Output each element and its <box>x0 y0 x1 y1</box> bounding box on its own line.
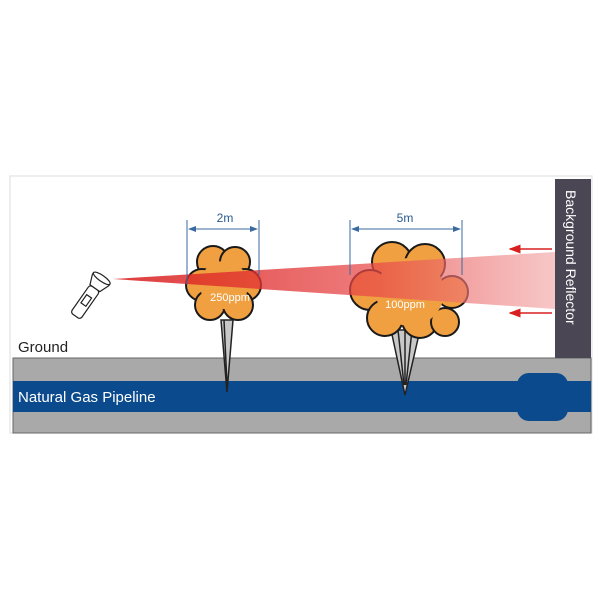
dimension-label-2m: 2m <box>217 211 234 225</box>
pipeline-label: Natural Gas Pipeline <box>18 389 156 406</box>
reflector-label: Background Reflector <box>563 190 579 325</box>
pipeline <box>13 381 591 412</box>
leak-crack-1 <box>220 319 234 393</box>
dimension-5m <box>349 220 463 275</box>
concentration-label-1: 250ppm <box>210 292 250 304</box>
dimension-label-5m: 5m <box>397 211 414 225</box>
concentration-label-2: 100ppm <box>385 299 425 311</box>
pipe-joint <box>517 373 568 421</box>
background-reflector <box>555 179 591 358</box>
laser-detector-icon <box>71 271 111 319</box>
ground-label: Ground <box>18 339 68 356</box>
dimension-2m <box>186 220 260 285</box>
laser-beam <box>113 252 555 309</box>
